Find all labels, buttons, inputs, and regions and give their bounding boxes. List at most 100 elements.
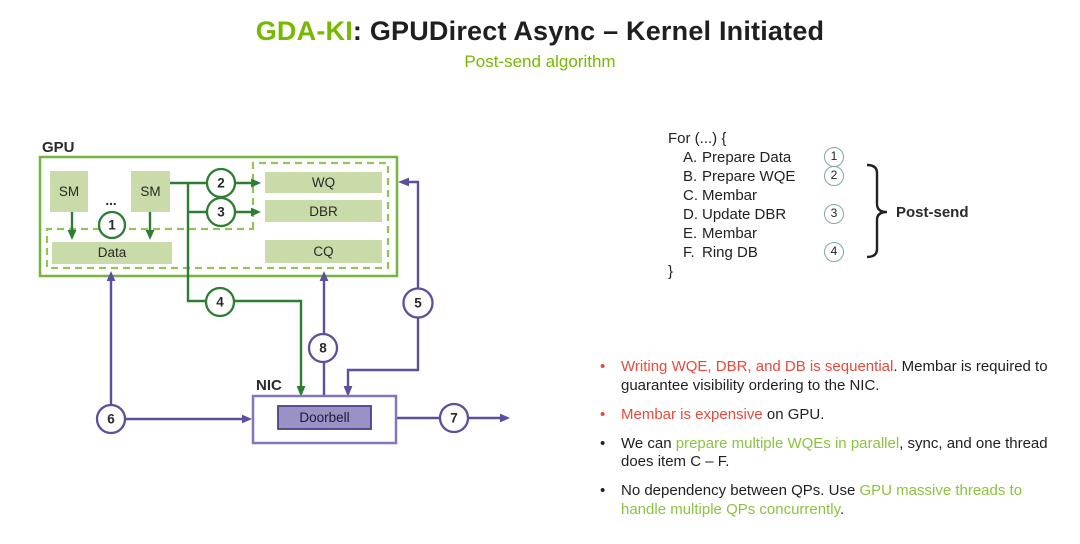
item-text: Membar — [702, 187, 758, 204]
nic-label: NIC — [256, 377, 282, 394]
note-seg: . Membar is required to guarantee visibi… — [621, 358, 1048, 394]
pseudo-item-c: C.Membar — [668, 186, 908, 205]
bullet-marker: • — [600, 482, 606, 499]
item-letter: D. — [683, 206, 698, 223]
sm1-box — [50, 171, 88, 212]
item-text: Update DBR — [702, 206, 787, 223]
note-text: Membar is expensive on GPU. — [621, 406, 824, 425]
note-seg: No dependency between QPs. Use — [621, 482, 860, 499]
item-letter: B. — [683, 168, 698, 185]
step-badge-1: 1 — [824, 147, 844, 167]
arrow-to-wq-purple — [398, 177, 409, 187]
pseudo-item-f: F.Ring DB 4 — [668, 242, 908, 262]
arrow-nic-out — [500, 413, 510, 423]
postsend-brace: Post-send — [866, 163, 969, 259]
for-close: } — [668, 262, 908, 281]
gpu-inner-boxes: SM SM ... Data WQ DBR CQ — [50, 171, 382, 264]
step-circle-7 — [438, 402, 470, 434]
postsend-label: Post-send — [896, 204, 969, 221]
data-box — [52, 242, 172, 264]
step-7: 7 — [450, 411, 458, 426]
note-text: Writing WQE, DBR, and DB is sequential. … — [621, 358, 1062, 395]
arrow-to-nic-green — [296, 386, 306, 397]
note-item-2: • Membar is expensive on GPU. — [600, 406, 1062, 425]
item-text: Membar — [702, 225, 758, 242]
step-circle-8 — [307, 332, 339, 364]
note-text: We can prepare multiple WQEs in parallel… — [621, 435, 1062, 472]
item-letter: E. — [683, 225, 698, 242]
gpu-label: GPU — [42, 139, 75, 156]
notes-list: • Writing WQE, DBR, and DB is sequential… — [600, 358, 1062, 530]
for-open-text: For (...) { — [668, 130, 727, 147]
step-circle-4 — [204, 286, 236, 318]
bullet-marker: • — [600, 358, 606, 375]
step-circle-3 — [205, 196, 237, 228]
doorbell-label: Doorbell — [299, 410, 349, 425]
for-close-text: } — [668, 263, 674, 280]
step-circle-6 — [95, 403, 127, 435]
item-text: Ring DB — [702, 244, 758, 261]
step-badge-2: 2 — [824, 166, 844, 186]
gpu-memory-dashed-region — [45, 161, 390, 270]
step-3: 3 — [217, 205, 225, 220]
sm2-label: SM — [140, 184, 160, 199]
cq-box — [265, 240, 382, 263]
sm1-label: SM — [59, 184, 79, 199]
note-seg: on GPU. — [762, 405, 825, 423]
step-circle-1 — [97, 210, 127, 240]
wq-box — [265, 172, 382, 193]
step-2: 2 — [217, 176, 225, 191]
arrow-sm1-to-data — [67, 230, 77, 240]
arrow-sm2-to-data — [145, 230, 155, 240]
pseudo-item-b: B.Prepare WQE 2 — [668, 166, 908, 186]
arrow-to-nic-left — [242, 414, 252, 424]
data-label: Data — [98, 245, 127, 260]
pseudo-item-a: A.Prepare Data 1 — [668, 147, 908, 167]
slide-header: GDA-KI: GPUDirect Async – Kernel Initiat… — [0, 16, 1080, 72]
dbr-label: DBR — [309, 204, 338, 219]
pseudo-item-d: D.Update DBR 3 — [668, 204, 908, 224]
title-rest: : GPUDirect Async – Kernel Initiated — [352, 16, 825, 46]
title-accent: GDA-KI — [255, 16, 353, 46]
dbr-box — [265, 200, 382, 222]
arrow-to-cq — [319, 271, 329, 281]
step-1: 1 — [108, 218, 116, 233]
nic-box: NIC Doorbell — [251, 377, 398, 445]
note-seg: Writing WQE, DBR, and DB is sequential — [621, 358, 894, 375]
note-text: No dependency between QPs. Use GPU massi… — [621, 482, 1062, 519]
note-seg: Membar is expensive — [621, 405, 763, 423]
note-item-3: • We can prepare multiple WQEs in parall… — [600, 435, 1062, 472]
note-seg: We can — [621, 434, 676, 452]
for-open: For (...) { — [668, 129, 908, 148]
arrow-to-wq — [251, 178, 261, 188]
step-6: 6 — [107, 412, 115, 427]
item-letter: F. — [683, 244, 695, 261]
arrow-to-nic-purple — [343, 386, 353, 397]
step-circle-5 — [402, 287, 434, 319]
bullet-marker: • — [600, 405, 606, 423]
step-5: 5 — [414, 296, 422, 311]
wq-label: WQ — [312, 175, 335, 190]
pseudocode-block: For (...) { A.Prepare Data 1 B.Prepare W… — [668, 129, 908, 281]
doorbell-box — [277, 405, 372, 430]
ellipsis: ... — [105, 193, 116, 208]
note-seg: prepare multiple WQEs in parallel — [675, 434, 900, 452]
arrow-to-dbr — [251, 207, 261, 217]
step-circles: 1 2 3 4 5 6 7 8 — [95, 167, 470, 435]
item-letter: A. — [683, 149, 698, 166]
note-seg: , sync, and one thread does item C – F. — [621, 434, 1048, 471]
pseudo-item-e: E.Membar — [668, 224, 908, 243]
note-item-1: • Writing WQE, DBR, and DB is sequential… — [600, 358, 1062, 395]
item-text: Prepare Data — [702, 149, 792, 166]
note-seg: . — [840, 500, 845, 518]
item-letter: C. — [683, 187, 698, 204]
sm2-box — [131, 171, 170, 212]
cq-label: CQ — [313, 244, 333, 259]
arrow-to-data-purple — [106, 271, 116, 281]
bullet-marker: • — [600, 434, 606, 452]
note-seg: GPU massive threads to handle multiple Q… — [621, 482, 1023, 518]
note-item-4: • No dependency between QPs. Use GPU mas… — [600, 482, 1062, 519]
page-title: GDA-KI: GPUDirect Async – Kernel Initiat… — [0, 16, 1080, 46]
